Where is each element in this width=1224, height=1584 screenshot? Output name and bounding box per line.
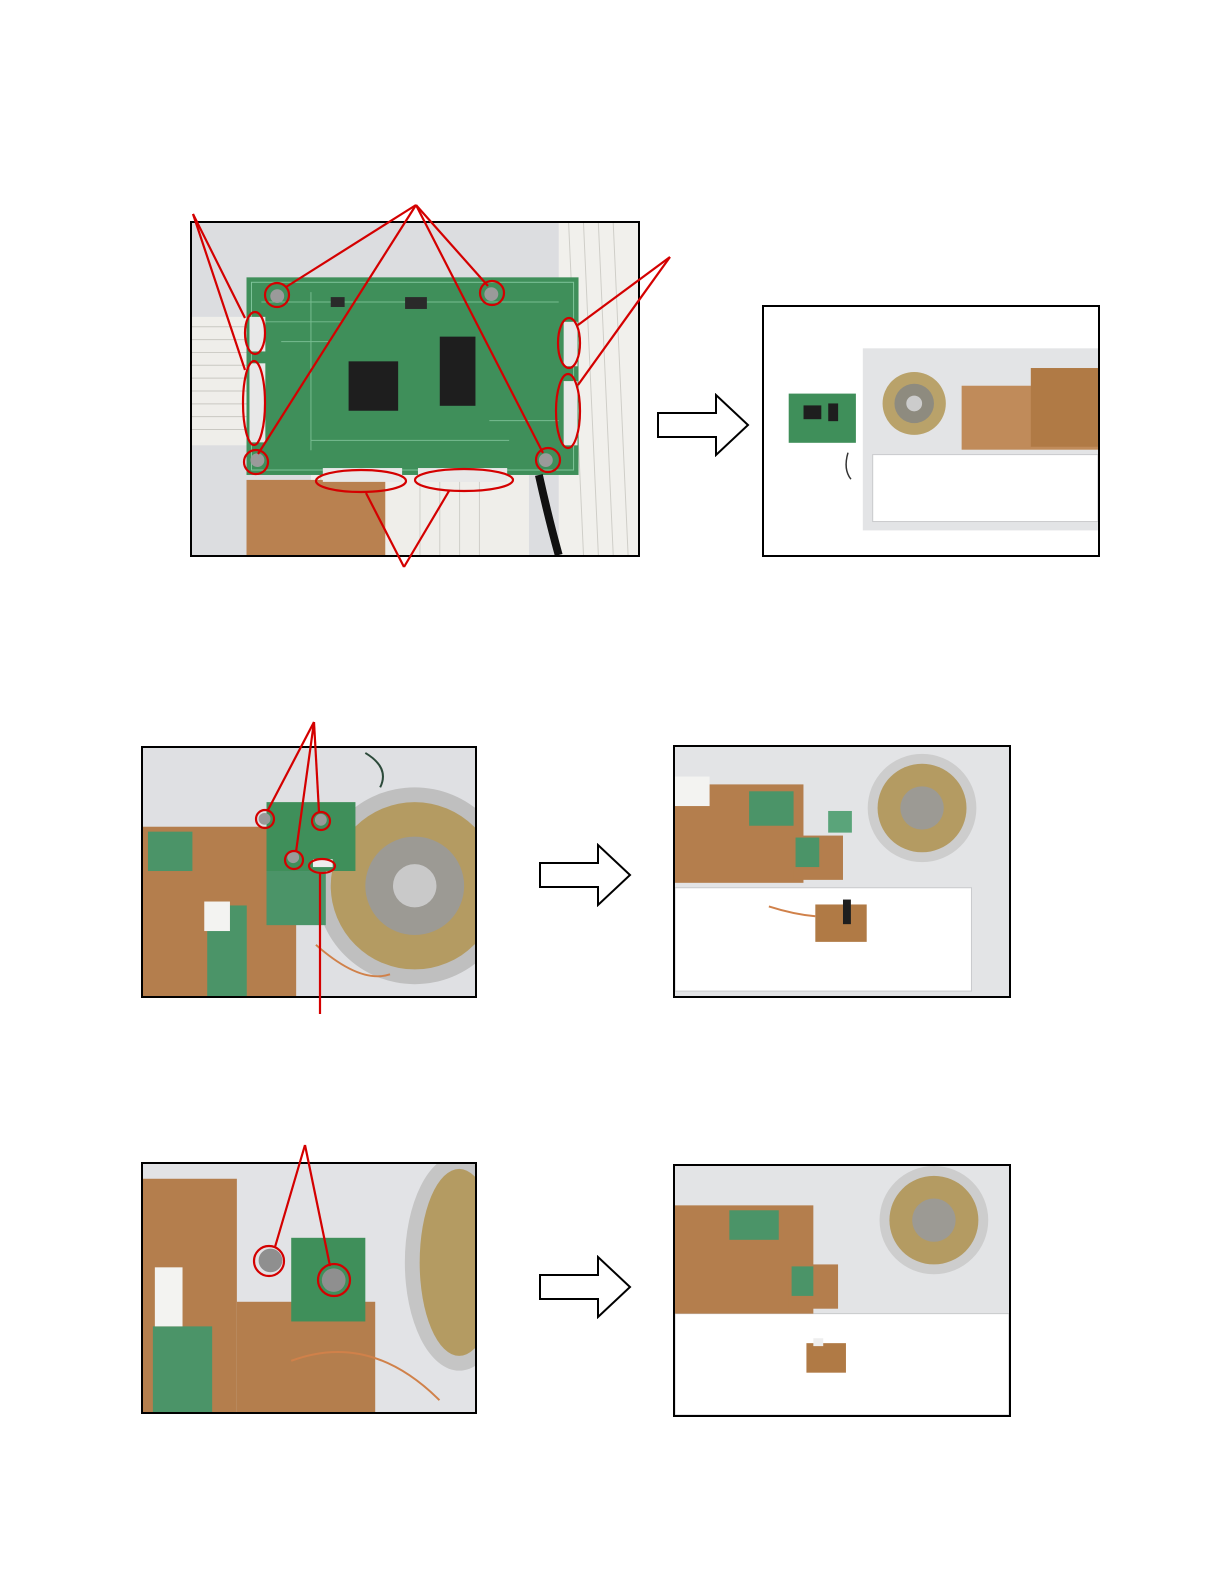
- step3-before-photo: [141, 1162, 477, 1414]
- step2-before-photo: [141, 746, 477, 998]
- arrow-right-icon: [538, 1255, 632, 1319]
- arrow-right-icon: [538, 843, 632, 907]
- arrow-right-icon: [656, 393, 750, 457]
- step2-after-photo: [673, 745, 1011, 998]
- step1-after-photo: [762, 305, 1100, 557]
- step1-before-photo: [190, 221, 640, 557]
- step3-after-photo: [673, 1164, 1011, 1417]
